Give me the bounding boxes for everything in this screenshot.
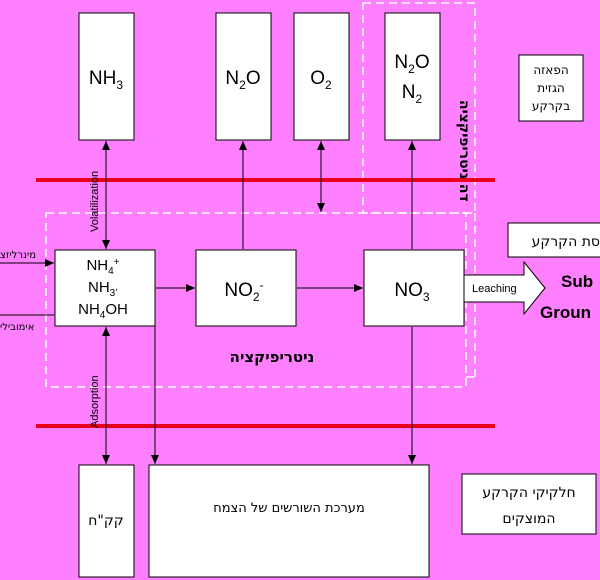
nitrate-formula: NO3: [394, 280, 430, 304]
gas-phase-label-l1: הפאזה: [533, 63, 568, 77]
denitrification-label: דה ניטריפיקציה: [456, 100, 472, 202]
nitrite-box: [195, 249, 297, 327]
solid-phase-label-box: [461, 473, 597, 535]
solid-phase-label-l2: המוצקים: [502, 511, 555, 527]
ammonium-box: [54, 249, 156, 327]
soil-solution-label-box: [507, 222, 600, 258]
gas-phase-label-box: [518, 54, 584, 122]
ammonium-line3: NH4OH: [78, 301, 128, 321]
o2-formula: O2: [310, 68, 332, 92]
nh3-box: [78, 12, 135, 141]
nh3-formula: NH3: [89, 68, 123, 92]
roots-label: מערכת השורשים של הצמח: [213, 501, 365, 516]
denit-n2o-formula: N2O: [394, 52, 429, 76]
cec-box: [78, 464, 135, 578]
nitrate-box: [363, 249, 465, 327]
o2-box: [293, 12, 350, 141]
nitrite-formula: NO2-: [224, 278, 263, 304]
n2o-box: [215, 12, 272, 141]
solid-phase-label-l1: חלקיקי הקרקע: [482, 485, 575, 501]
gas-phase-label-l3: בקרקע: [532, 99, 570, 113]
gas-phase-label-l2: הגזית: [537, 81, 565, 95]
denit-products-box: [384, 12, 441, 141]
leach-target-l1: Sub: [561, 272, 593, 291]
denitrification-region: [362, 2, 476, 214]
nitrification-label: ניטריפיקציה: [230, 348, 315, 366]
ammonium-line2: NH3,: [88, 279, 118, 299]
roots-box: [148, 464, 430, 578]
leach-target-l2: Groun: [540, 303, 591, 322]
soil-solution-label: סת הקרקע: [532, 234, 600, 250]
n2o-formula: N2O: [225, 68, 260, 92]
volatilization-label: Volatilization: [89, 171, 101, 232]
cec-label: קק"ח: [88, 513, 123, 529]
leaching-label: Leaching: [472, 283, 517, 295]
ammonium-line1: NH4+: [86, 257, 119, 277]
denit-n2-formula: N2: [402, 82, 423, 106]
leaching-arrow: [463, 260, 546, 316]
adsorption-label: Adsorption: [89, 375, 101, 428]
immobilization-label: אימובילי: [0, 322, 34, 333]
mineralization-label: מינרליזצ: [0, 250, 36, 261]
